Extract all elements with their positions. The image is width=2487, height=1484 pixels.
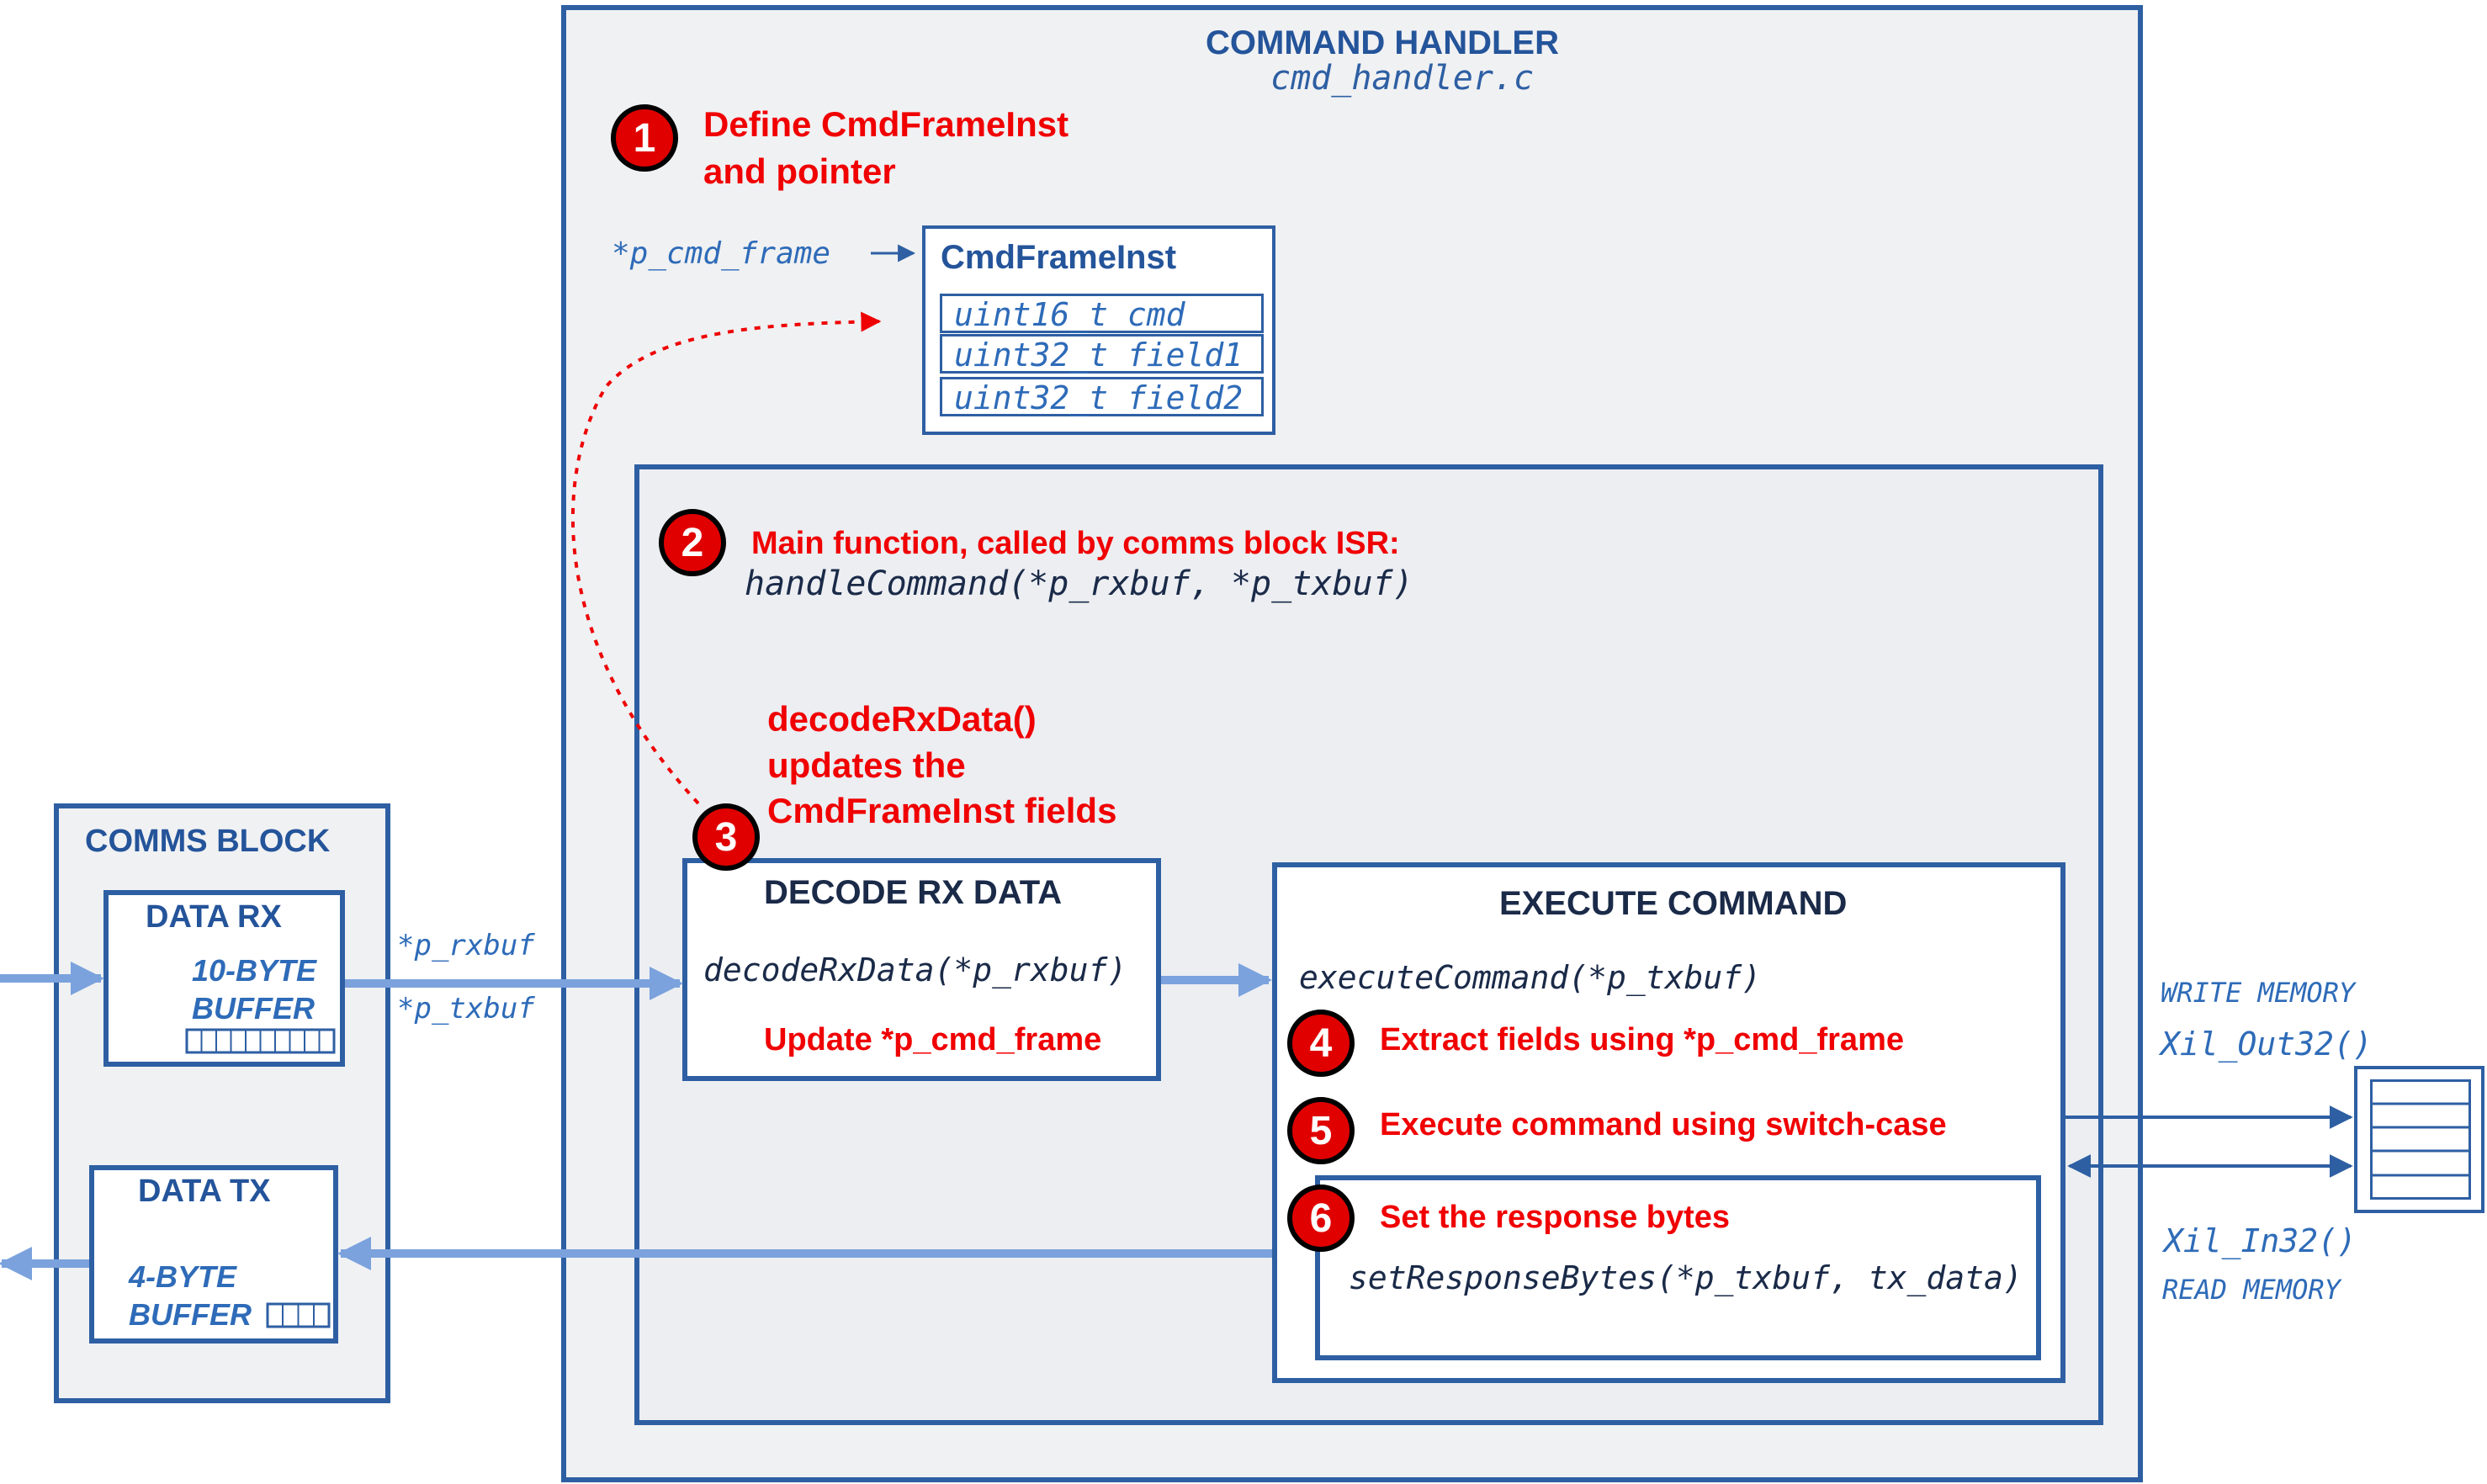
command-handler-filename: cmd_handler.c xyxy=(1270,59,1535,98)
step-6-code: setResponseBytes(*p_txbuf, tx_data) xyxy=(1349,1259,2023,1296)
data-tx-line-2: BUFFER xyxy=(129,1297,252,1332)
step-3-line-1: decodeRxData() xyxy=(767,699,1037,739)
data-rx-line-2: BUFFER xyxy=(192,991,315,1026)
decode-rx-data-box xyxy=(682,858,1161,1081)
decode-rx-code: decodeRxData(*p_rxbuf) xyxy=(703,951,1127,988)
step-3-line-2: updates the xyxy=(767,745,966,785)
step-2-code: handleCommand(*p_rxbuf, *p_txbuf) xyxy=(745,564,1413,603)
step-6-text: Set the response bytes xyxy=(1380,1200,1731,1235)
step-1-line-1: Define CmdFrameInst xyxy=(703,104,1069,144)
comms-block-title: COMMS BLOCK xyxy=(85,824,331,859)
decode-rx-note: Update *p_cmd_frame xyxy=(764,1022,1102,1057)
write-memory-label: WRITE MEMORY xyxy=(2161,977,2356,1009)
execute-title: EXECUTE COMMAND xyxy=(1499,885,1848,922)
step-2-label: Main function, called by comms block ISR… xyxy=(751,526,1400,561)
step-2-badge: 2 xyxy=(659,509,726,576)
data-tx-line-1: 4-BYTE xyxy=(129,1259,237,1294)
step-3-badge: 3 xyxy=(692,803,760,871)
cmd-frame-pointer-label: *p_cmd_frame xyxy=(612,236,831,271)
execute-code: executeCommand(*p_txbuf) xyxy=(1299,959,1762,996)
read-memory-function: Xil_In32() xyxy=(2164,1222,2357,1259)
decode-rx-title: DECODE RX DATA xyxy=(764,874,1063,911)
memory-device-inner xyxy=(2370,1079,2471,1200)
step-4-badge: 4 xyxy=(1287,1010,1355,1077)
cmd-frame-field-field2: uint32_t field2 xyxy=(940,377,1264,416)
data-rx-title: DATA RX xyxy=(146,899,282,935)
cmd-frame-field-cmd: uint16_t cmd xyxy=(940,294,1264,333)
step-6-badge: 6 xyxy=(1287,1185,1355,1252)
cmd-frame-inst-title: CmdFrameInst xyxy=(941,239,1177,276)
step-1-line-2: and pointer xyxy=(703,151,896,191)
write-memory-function: Xil_Out32() xyxy=(2161,1026,2373,1063)
decode-to-frame-dotted-arrow xyxy=(570,311,882,805)
tx-buffer-pointer-label: *p_txbuf xyxy=(397,992,535,1026)
step-1-badge: 1 xyxy=(611,104,678,172)
set-response-box xyxy=(1315,1175,2041,1360)
rx-buffer-pointer-label: *p_rxbuf xyxy=(397,929,535,962)
step-4-text: Extract fields using *p_cmd_frame xyxy=(1380,1022,1904,1057)
read-memory-label: READ MEMORY xyxy=(2162,1274,2341,1306)
memory-rows xyxy=(2370,1102,2471,1177)
cmd-frame-field-field1: uint32_t field1 xyxy=(940,334,1264,374)
data-tx-title: DATA TX xyxy=(138,1174,271,1209)
step-3-line-3: CmdFrameInst fields xyxy=(767,791,1117,830)
data-rx-line-1: 10-BYTE xyxy=(192,953,317,988)
step-5-text: Execute command using switch-case xyxy=(1380,1107,1947,1142)
step-5-badge: 5 xyxy=(1287,1097,1355,1164)
command-handler-title: COMMAND HANDLER xyxy=(1206,24,1559,61)
